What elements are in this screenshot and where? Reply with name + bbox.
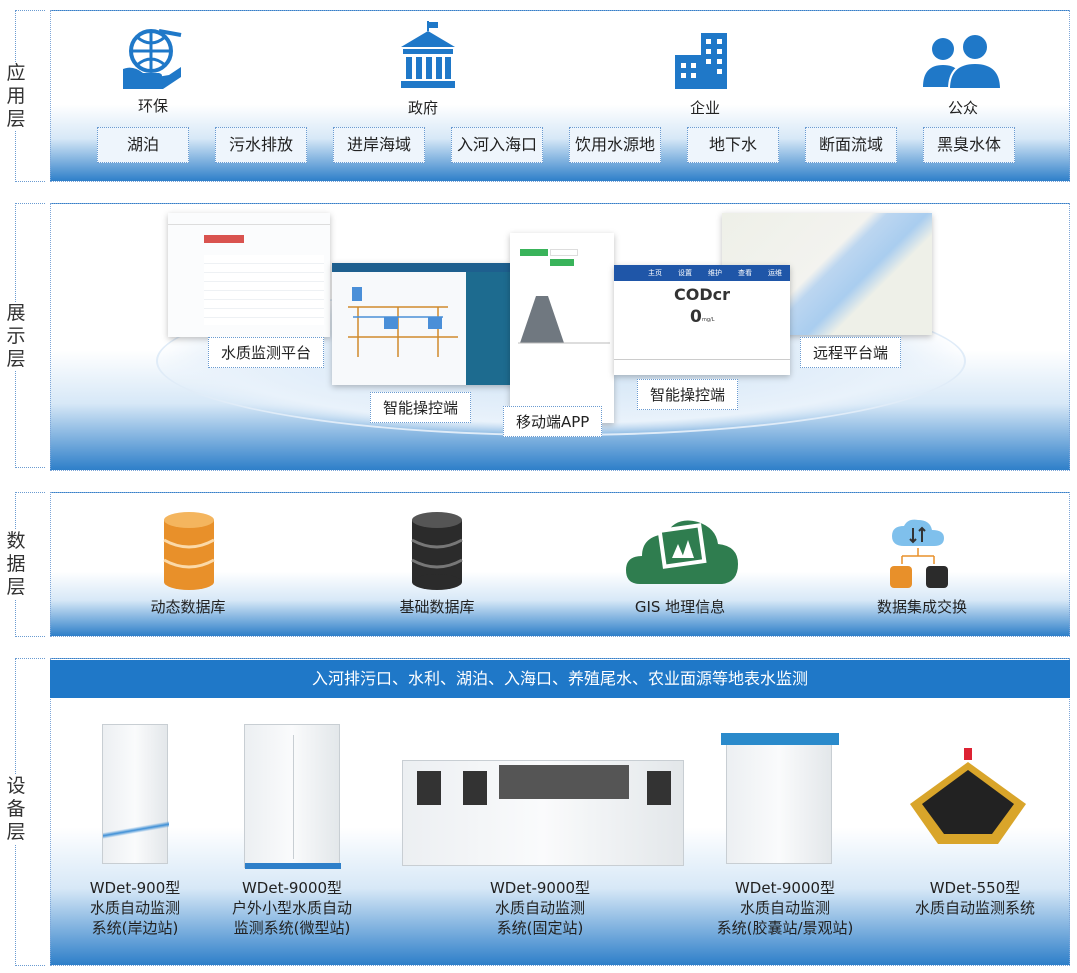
data-label: 动态数据库 (150, 598, 226, 616)
control-nav: 主页 设置 维护 查看 运维 (614, 265, 790, 281)
device-label: WDet-550型水质自动监测系统 (914, 879, 1035, 917)
application-layer-panel: 环保 政府 企业 公众 (50, 10, 1070, 182)
nav-maintain: 维护 (708, 269, 722, 277)
office-building-icon (675, 33, 727, 89)
layer-label-device: 设备层 (4, 775, 28, 844)
platform-label: 智能操控端 (370, 392, 472, 423)
nav-settings: 设置 (678, 269, 692, 277)
parameter-value: 0 (690, 307, 702, 327)
user-label: 公众 (947, 99, 978, 117)
device-banner: 入河排污口、水利、湖泊、入海口、养殖尾水、农业面源等地表水监测 (50, 660, 1070, 698)
mobile-chart-area (518, 296, 610, 344)
database-orange-icon (163, 512, 215, 590)
platform-label: 智能操控端 (637, 379, 739, 410)
application-tag-coastal: 进岸海域 (333, 127, 425, 163)
monitoring-platform-screenshot (168, 213, 330, 337)
device-label: WDet-9000型户外小型水质自动监测系统(微型站) (231, 879, 352, 937)
shore-station-device (102, 724, 169, 864)
fixed-station-device (402, 760, 684, 866)
parameter-name: CODcr (674, 285, 730, 304)
application-tag-basin: 断面流域 (805, 127, 897, 163)
application-tag-black-odor: 黑臭水体 (923, 127, 1015, 163)
device-label: WDet-9000型水质自动监测系统(固定站) (489, 879, 591, 937)
micro-station-device (244, 724, 341, 869)
nav-operation: 运维 (768, 269, 782, 277)
user-label: 政府 (407, 99, 438, 117)
process-diagram (348, 287, 458, 357)
data-label: 基础数据库 (399, 598, 475, 616)
application-tag-estuary: 入河入海口 (451, 127, 543, 163)
control-terminal-screenshot (332, 263, 512, 385)
parameter-unit: mg/L (702, 317, 715, 323)
control-screen-screenshot: 主页 设置 维护 查看 运维 CODcr 0 mg/L (614, 265, 790, 375)
application-tag-sewage: 污水排放 (215, 127, 307, 163)
mobile-app-screenshot (510, 233, 614, 423)
device-label: WDet-900型水质自动监测系统(岸边站) (89, 879, 181, 937)
nav-home: 主页 (648, 269, 662, 277)
platform-label: 水质监测平台 (208, 337, 325, 368)
globe-hand-icon (123, 29, 182, 89)
data-label: GIS 地理信息 (634, 598, 726, 616)
layer-label-data: 数据层 (4, 530, 28, 599)
layer-label-display: 展示层 (4, 302, 28, 371)
government-building-icon (401, 21, 455, 88)
layer-label-application: 应用层 (4, 62, 28, 131)
user-label: 环保 (137, 97, 168, 115)
data-label: 数据集成交换 (876, 598, 967, 616)
people-icon (923, 33, 1003, 89)
user-label: 企业 (689, 99, 720, 117)
application-tag-drinking-source: 饮用水源地 (569, 127, 661, 163)
application-tag-groundwater: 地下水 (687, 127, 779, 163)
platform-label: 移动端APP (503, 406, 603, 437)
application-tag-lake: 湖泊 (97, 127, 189, 163)
device-label: WDet-9000型水质自动监测系统(胶囊站/景观站) (716, 879, 854, 937)
platform-label: 远程平台端 (800, 337, 902, 368)
nav-view: 查看 (738, 269, 752, 277)
data-exchange-icon (890, 519, 948, 588)
database-black-icon (411, 512, 463, 590)
capsule-station-device (721, 733, 839, 864)
data-layer-panel (50, 492, 1070, 637)
buoy-station-device (910, 748, 1026, 844)
gis-map-cloud-icon (626, 520, 738, 584)
